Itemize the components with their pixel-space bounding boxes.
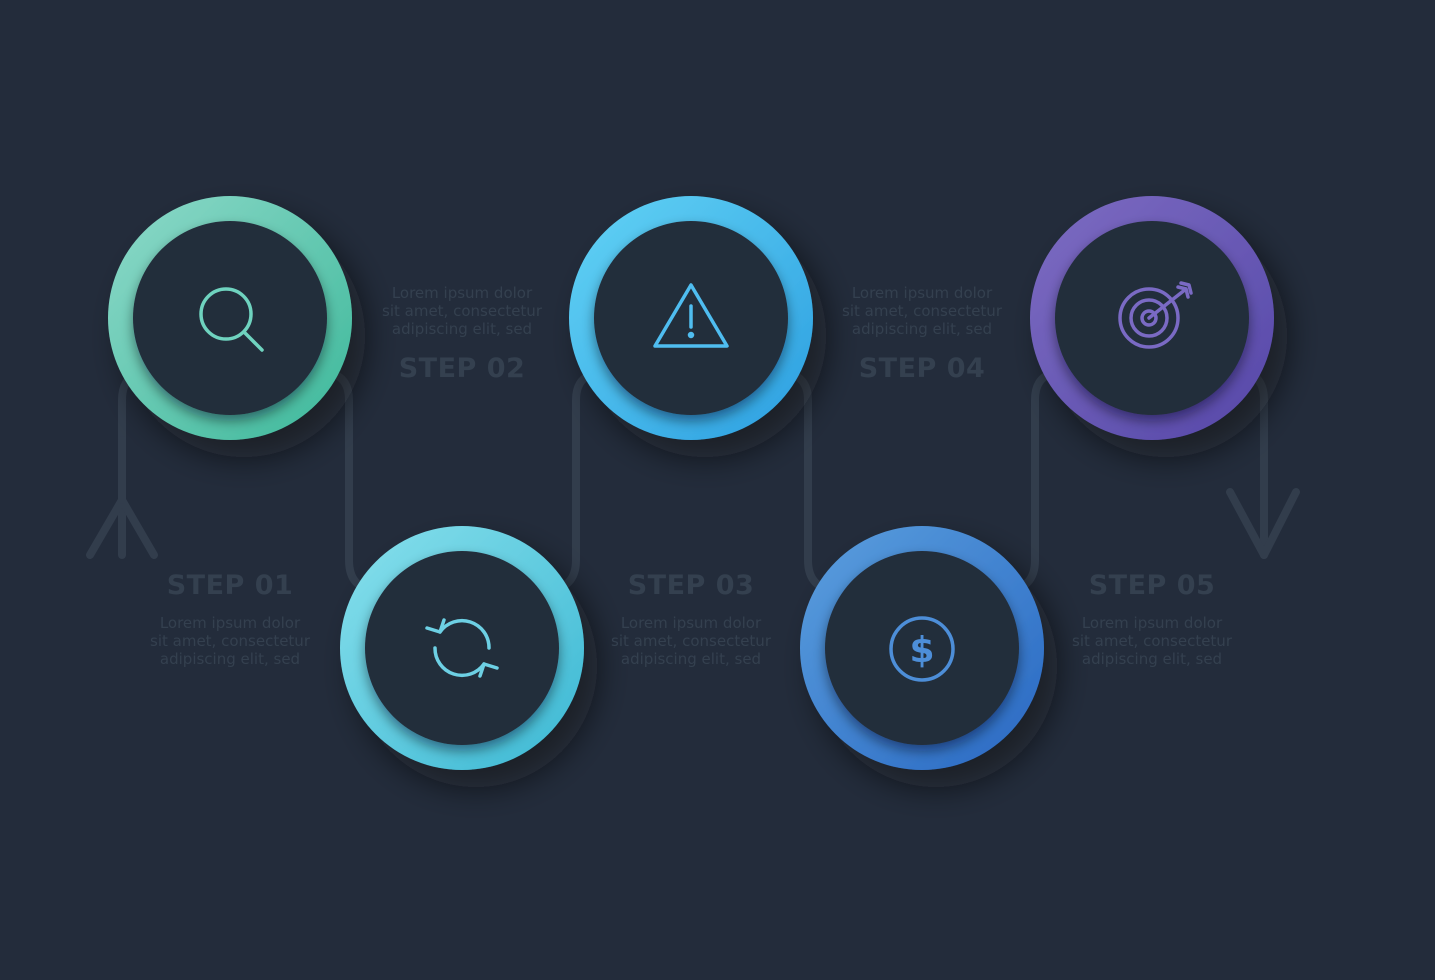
step-02-circle[interactable] (340, 526, 584, 770)
step-05-desc-line: adipiscing elit, sed (1081, 650, 1223, 668)
step-03-circle[interactable] (569, 196, 813, 440)
step-04-circle[interactable]: $ (800, 526, 1044, 770)
end-arrow-icon (1226, 426, 1300, 559)
refresh-icon (425, 618, 499, 678)
step-01-title: STEP 01 (166, 570, 294, 601)
step-05-desc-line: sit amet, consectetur (1072, 632, 1232, 650)
step-05-desc-line: Lorem ipsum dolor (1081, 614, 1223, 632)
warning-icon (653, 283, 729, 348)
step-03-title: STEP 03 (627, 570, 755, 601)
step-01-desc-line: Lorem ipsum dolor (159, 614, 301, 632)
step-03-desc-line: Lorem ipsum dolor (620, 614, 762, 632)
step-02-desc-line: Lorem ipsum dolor (391, 284, 533, 302)
dollar-icon: $ (889, 616, 955, 682)
step-04-description: Lorem ipsum dolor sit amet, consectetur … (812, 284, 1032, 338)
step-01-description: Lorem ipsum dolor sit amet, consectetur … (120, 614, 340, 668)
step-05-circle[interactable] (1030, 196, 1274, 440)
magnifier-icon (199, 287, 264, 352)
start-fork-icon (86, 436, 158, 559)
step-01-circle[interactable] (108, 196, 352, 440)
step-01-desc-line: adipiscing elit, sed (159, 650, 301, 668)
step-03-description: Lorem ipsum dolor sit amet, consectetur … (581, 614, 801, 668)
step-05-description: Lorem ipsum dolor sit amet, consectetur … (1042, 614, 1262, 668)
step-02-desc-line: sit amet, consectetur (382, 302, 542, 320)
step-02-title: STEP 02 (398, 353, 526, 384)
step-03-desc-line: sit amet, consectetur (611, 632, 771, 650)
step-04-title: STEP 04 (858, 353, 986, 384)
target-icon (1118, 281, 1193, 349)
step-05-title: STEP 05 (1088, 570, 1216, 601)
step-04-desc-line: Lorem ipsum dolor (851, 284, 993, 302)
step-01-desc-line: sit amet, consectetur (150, 632, 310, 650)
step-04-desc-line: adipiscing elit, sed (851, 320, 993, 338)
step-02-description: Lorem ipsum dolor sit amet, consectetur … (352, 284, 572, 338)
step-03-desc-line: adipiscing elit, sed (620, 650, 762, 668)
step-02-desc-line: adipiscing elit, sed (391, 320, 533, 338)
svg-text:$: $ (909, 630, 934, 671)
step-04-desc-line: sit amet, consectetur (842, 302, 1002, 320)
